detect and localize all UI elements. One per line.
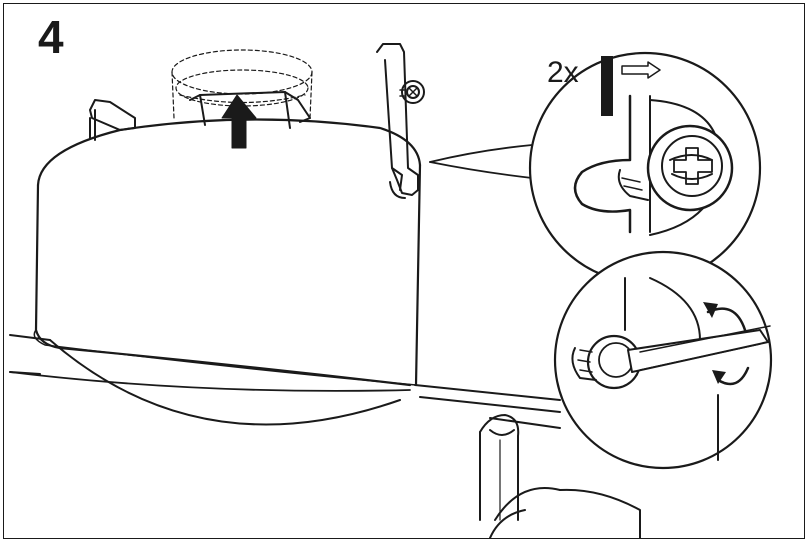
step-number: 4 xyxy=(38,11,64,63)
canopy-cover xyxy=(33,118,422,387)
lift-up-arrow-icon xyxy=(221,94,257,149)
screw-head-icon xyxy=(399,80,425,104)
illustration-frame xyxy=(3,3,805,539)
detail-circle-keyhole xyxy=(528,51,762,285)
detail-callout-pointer xyxy=(429,144,533,179)
keyhole-bracket xyxy=(376,43,419,199)
lamp-bottom-parts xyxy=(49,339,641,539)
slide-direction-arrow-icon xyxy=(601,56,661,116)
detail-circle-tighten xyxy=(553,250,773,470)
ceiling-bar xyxy=(9,334,561,429)
quantity-label: 2x xyxy=(547,56,579,89)
mounting-bracket xyxy=(89,91,311,141)
rotate-clockwise-icon xyxy=(703,302,750,386)
